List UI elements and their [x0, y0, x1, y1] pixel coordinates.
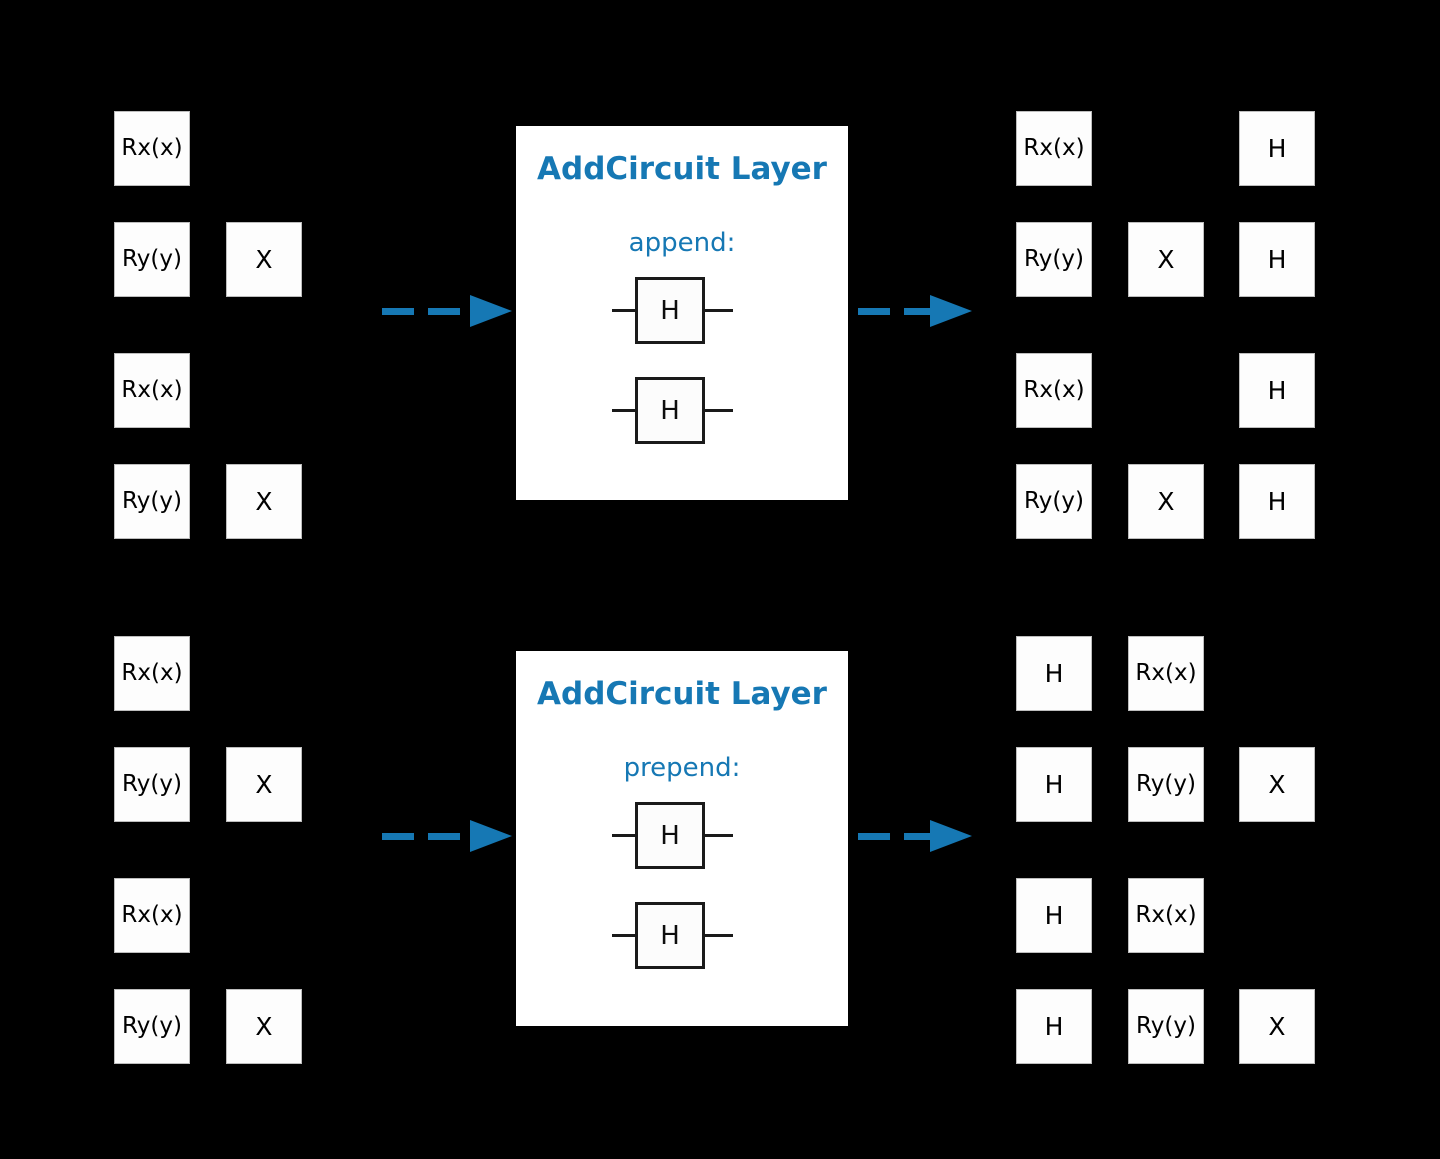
gate-out-append-w2-c2: H: [1239, 353, 1315, 428]
gate-out-append-w1-c2: H: [1239, 222, 1315, 297]
mini-wire-left-append-0: [612, 309, 636, 312]
gate-out-append-w3-c0: Ry(y): [1016, 464, 1092, 539]
gate-out-append-w3-c2: H: [1239, 464, 1315, 539]
mini-gate-prepend-0: H: [635, 802, 705, 869]
gate-in-prepend-w1-c0: Ry(y): [114, 747, 190, 822]
gate-out-prepend-w1-c2: X: [1239, 747, 1315, 822]
gate-in-append-w1-c1: X: [226, 222, 302, 297]
mini-wire-right-prepend-1: [704, 934, 733, 937]
gate-out-prepend-w1-c1: Ry(y): [1128, 747, 1204, 822]
gate-out-append-w3-c1: X: [1128, 464, 1204, 539]
gate-out-append-w0-c2: H: [1239, 111, 1315, 186]
gate-in-prepend-w3-c1: X: [226, 989, 302, 1064]
mini-wire-left-prepend-1: [612, 934, 636, 937]
mini-gate-prepend-1: H: [635, 902, 705, 969]
mini-wire-right-prepend-0: [704, 834, 733, 837]
gate-out-append-w1-c1: X: [1128, 222, 1204, 297]
gate-in-append-w0-c0: Rx(x): [114, 111, 190, 186]
gate-in-append-w1-c0: Ry(y): [114, 222, 190, 297]
gate-out-append-w1-c0: Ry(y): [1016, 222, 1092, 297]
gate-out-append-w0-c0: Rx(x): [1016, 111, 1092, 186]
gate-in-prepend-w0-c0: Rx(x): [114, 636, 190, 711]
mini-wire-right-append-0: [704, 309, 733, 312]
mini-gate-append-1: H: [635, 377, 705, 444]
gate-in-append-w2-c0: Rx(x): [114, 353, 190, 428]
mini-wire-left-prepend-0: [612, 834, 636, 837]
gate-out-prepend-w3-c2: X: [1239, 989, 1315, 1064]
gate-out-prepend-w2-c1: Rx(x): [1128, 878, 1204, 953]
mini-gate-append-0: H: [635, 277, 705, 344]
panel-subtitle-prepend: prepend:: [623, 753, 741, 783]
mini-wire-left-append-1: [612, 409, 636, 412]
gate-in-prepend-w1-c1: X: [226, 747, 302, 822]
gate-in-prepend-w2-c0: Rx(x): [114, 878, 190, 953]
mini-wire-right-append-1: [704, 409, 733, 412]
addcircuit-layer-panel-prepend: AddCircuit Layer prepend: H H: [516, 651, 848, 1026]
panel-subtitle-append: append:: [628, 228, 736, 258]
gate-out-prepend-w1-c0: H: [1016, 747, 1092, 822]
gate-in-append-w3-c0: Ry(y): [114, 464, 190, 539]
gate-in-append-w3-c1: X: [226, 464, 302, 539]
gate-out-prepend-w0-c1: Rx(x): [1128, 636, 1204, 711]
gate-in-prepend-w3-c0: Ry(y): [114, 989, 190, 1064]
gate-out-prepend-w3-c0: H: [1016, 989, 1092, 1064]
panel-title-prepend: AddCircuit Layer: [537, 676, 827, 712]
gate-out-prepend-w2-c0: H: [1016, 878, 1092, 953]
addcircuit-layer-panel-append: AddCircuit Layer append: H H: [516, 126, 848, 500]
gate-out-prepend-w3-c1: Ry(y): [1128, 989, 1204, 1064]
gate-out-prepend-w0-c0: H: [1016, 636, 1092, 711]
gate-out-append-w2-c0: Rx(x): [1016, 353, 1092, 428]
panel-title-append: AddCircuit Layer: [537, 151, 827, 187]
